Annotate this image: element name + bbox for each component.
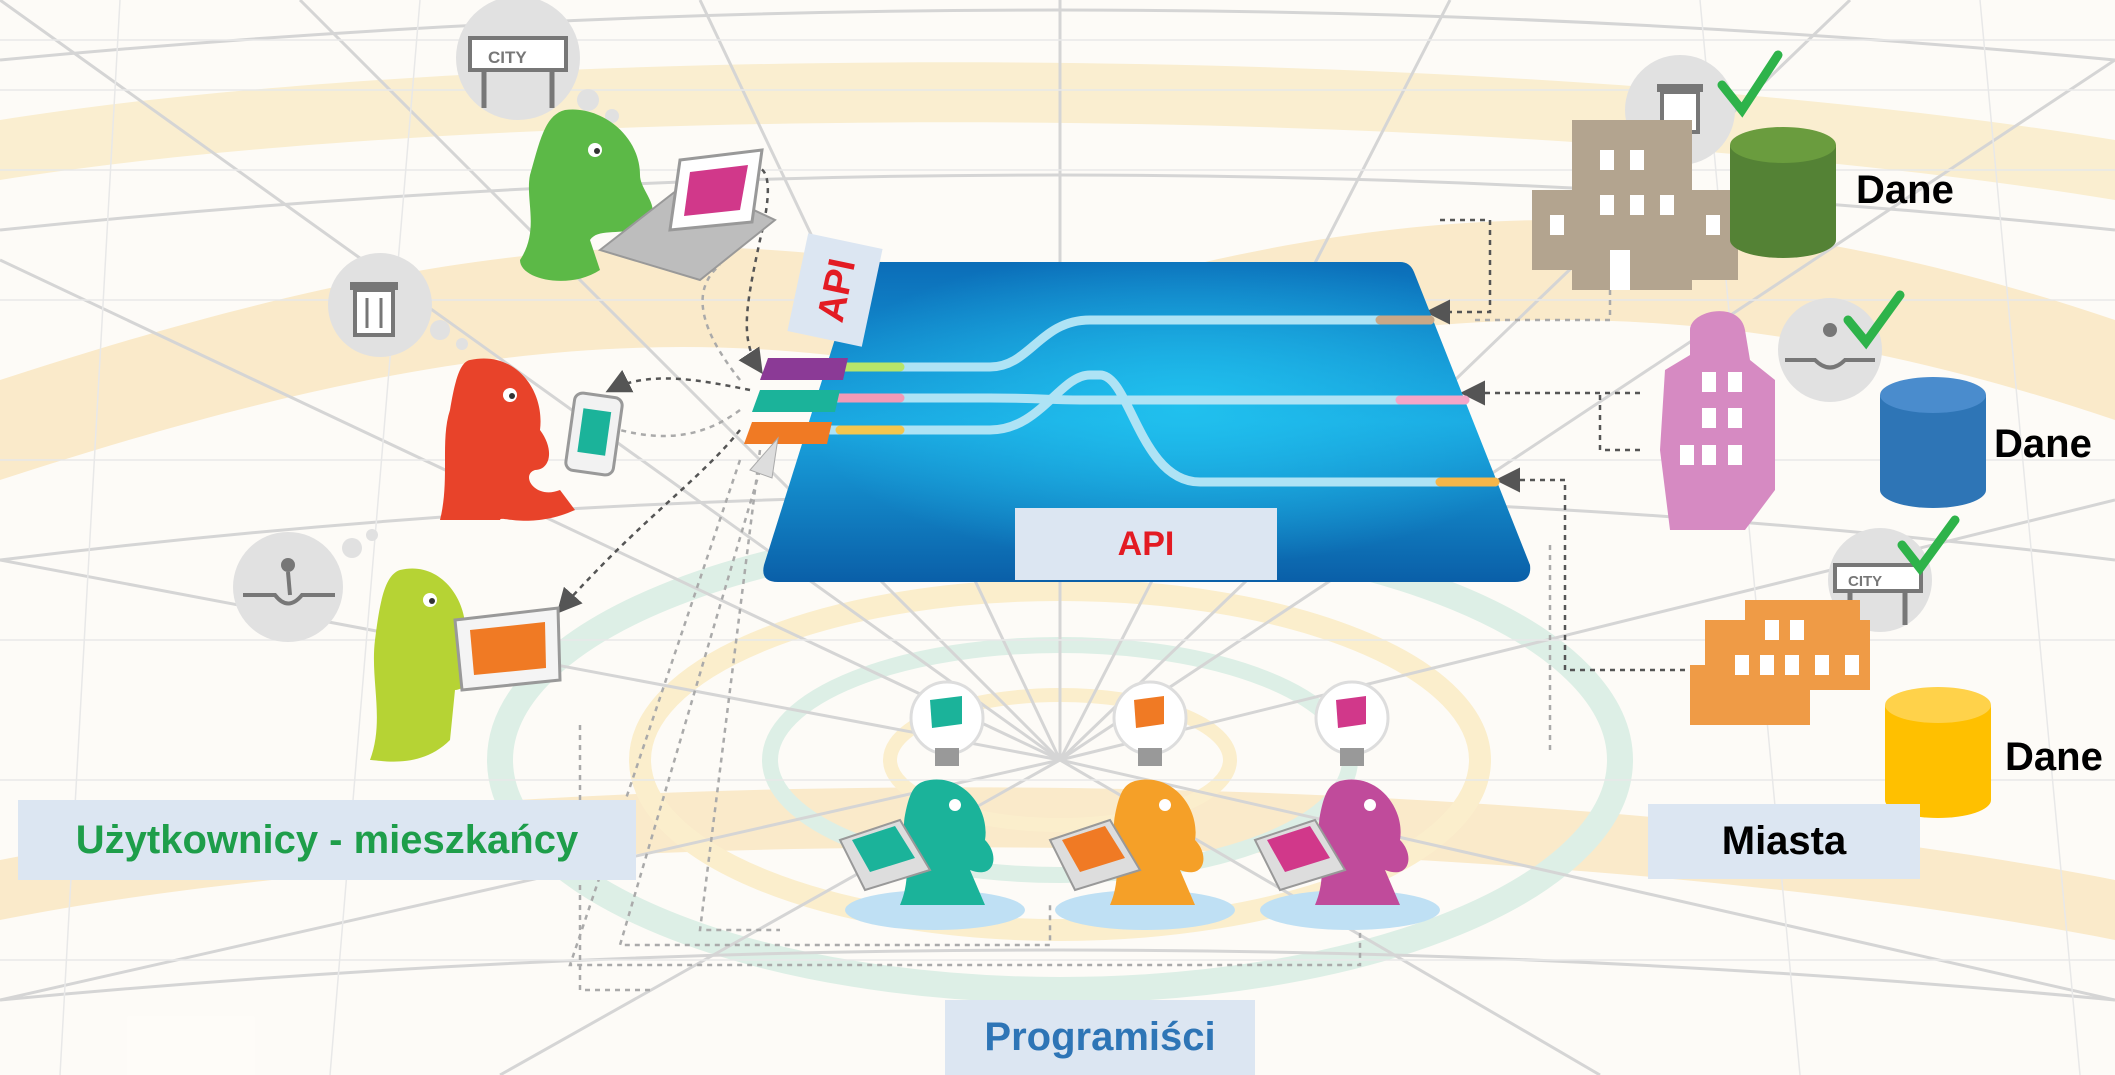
pothole-icon bbox=[1785, 323, 1875, 370]
developers-label: Programiści bbox=[984, 1015, 1216, 1059]
phone-icon bbox=[564, 391, 624, 477]
users-label-box: Użytkownicy - mieszkańcy bbox=[18, 800, 636, 880]
api-label-box: API bbox=[1015, 508, 1277, 580]
lightbulb-icon bbox=[1314, 680, 1390, 766]
developers-label-box: Programiści bbox=[945, 1000, 1255, 1075]
api-tag: API bbox=[787, 233, 883, 347]
pothole-icon bbox=[243, 558, 335, 606]
user-red-phone bbox=[328, 253, 624, 521]
city-gray bbox=[1532, 50, 1783, 290]
city-pink bbox=[1660, 290, 1905, 530]
lightbulb-icon bbox=[909, 680, 985, 766]
api-tab-teal bbox=[752, 390, 840, 412]
api-label: API bbox=[1117, 524, 1175, 563]
api-tab-orange bbox=[744, 422, 832, 444]
database-blue bbox=[1880, 377, 1986, 508]
connectors bbox=[556, 165, 1695, 992]
api-tab-purple bbox=[760, 358, 848, 380]
cities-label-box: Miasta bbox=[1648, 804, 1920, 879]
building-icon bbox=[1532, 120, 1738, 290]
building-icon bbox=[1660, 311, 1775, 530]
lightbulb-icon bbox=[1112, 680, 1188, 766]
database-green bbox=[1730, 127, 1836, 258]
city-sign-icon: CITY bbox=[468, 36, 568, 108]
developer-magenta bbox=[1253, 680, 1440, 930]
svg-text:CITY: CITY bbox=[1848, 573, 1882, 590]
svg-text:CITY: CITY bbox=[488, 48, 527, 67]
city-orange: CITY bbox=[1690, 515, 1960, 725]
developer-teal bbox=[838, 680, 1025, 930]
user-lime-tablet bbox=[233, 529, 562, 762]
building-icon bbox=[1690, 600, 1870, 725]
developer-orange bbox=[1048, 680, 1235, 930]
laptop-icon bbox=[597, 148, 777, 282]
data-label-2: Dane bbox=[1994, 422, 2092, 466]
trash-bin-icon bbox=[350, 282, 398, 337]
tablet-icon bbox=[453, 606, 562, 692]
database-yellow bbox=[1885, 687, 1991, 818]
users-label: Użytkownicy - mieszkańcy bbox=[75, 817, 579, 862]
checkmark-icon bbox=[1897, 515, 1960, 576]
checkmark-icon bbox=[1843, 290, 1905, 350]
cities-label: Miasta bbox=[1721, 819, 1847, 863]
data-label-1: Dane bbox=[1856, 168, 1954, 212]
city-sign-icon: CITY bbox=[1833, 563, 1923, 625]
user-green-laptop: CITY bbox=[456, 0, 777, 282]
data-label-3: Dane bbox=[2005, 735, 2103, 779]
api-platform bbox=[744, 262, 1531, 582]
checkmark-icon bbox=[1717, 50, 1783, 118]
